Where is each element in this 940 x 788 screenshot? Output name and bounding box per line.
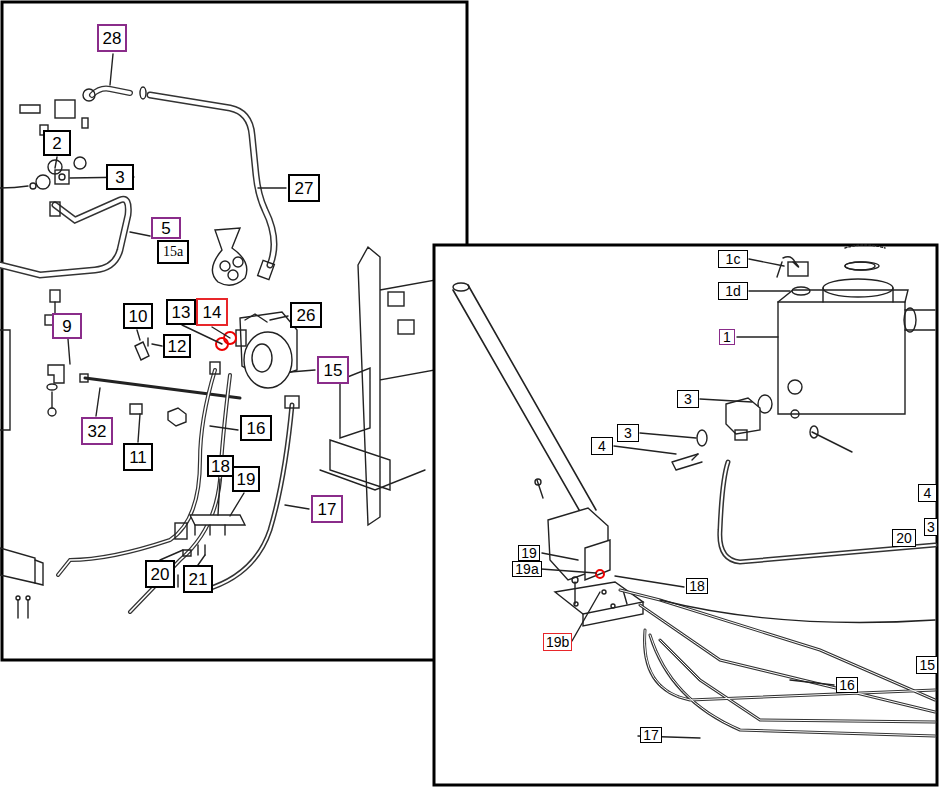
callout-number: 9 — [52, 313, 82, 339]
callout-number: 19a — [512, 561, 542, 577]
callout-number: 16 — [240, 415, 272, 441]
callout-number: 11 — [123, 443, 153, 471]
callout-number: 19b — [543, 633, 572, 651]
callout-number: 20 — [892, 529, 916, 547]
callout-number: 26 — [290, 302, 322, 328]
callout-number: 1 — [719, 329, 735, 345]
callout-number: 2 — [43, 130, 71, 156]
callout-number: 16 — [836, 677, 858, 693]
callout-number: 10 — [123, 303, 153, 329]
callout-number: 4 — [918, 484, 937, 502]
callout-number: 19 — [232, 466, 260, 492]
callout-number: 5 — [151, 217, 181, 239]
callout-number: 15 — [317, 356, 349, 384]
callout-number: 3 — [924, 518, 938, 536]
callout-number: 15 — [916, 656, 938, 674]
callout-number: 12 — [163, 334, 191, 358]
callout-number: 13 — [166, 299, 196, 325]
callout-number: 32 — [81, 417, 113, 445]
callout-number: 18 — [686, 578, 708, 594]
callout-number: 17 — [640, 727, 662, 743]
callout-number: 1d — [718, 282, 748, 300]
callout-number: 17 — [311, 495, 343, 523]
callout-number: 28 — [97, 24, 127, 52]
callout-number: 18 — [207, 455, 234, 477]
callout-number: 21 — [183, 565, 213, 593]
callout-number: 19 — [518, 545, 540, 561]
callout-number: 3 — [617, 424, 639, 442]
callout-number: 3 — [677, 390, 699, 408]
callout-number: 20 — [145, 560, 175, 588]
callout-number: 1c — [718, 250, 748, 268]
callout-number: 3 — [106, 164, 134, 190]
callout-number: 4 — [591, 437, 613, 455]
callout-number: 14 — [196, 298, 228, 326]
callout-number: 27 — [288, 174, 320, 202]
callout-number: 15a — [157, 240, 189, 264]
